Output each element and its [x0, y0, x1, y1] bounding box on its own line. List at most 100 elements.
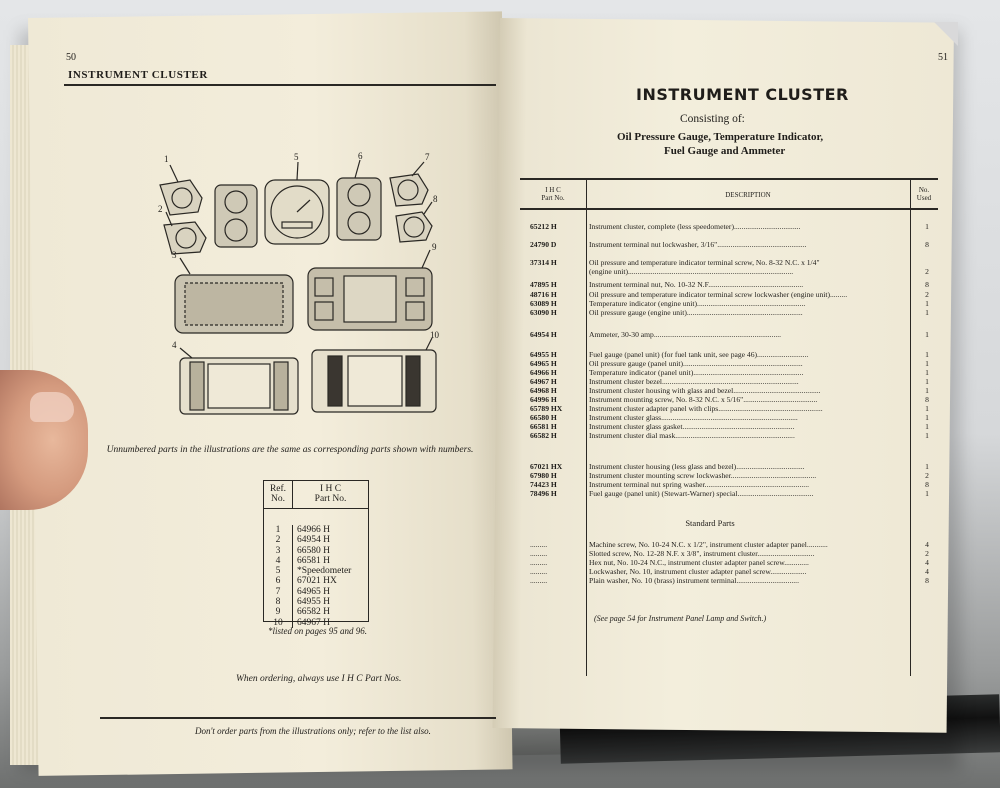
table-header-rule [520, 208, 938, 210]
part-number: 78496 H [530, 489, 557, 498]
ref-number: 2 [264, 535, 293, 546]
ref-number: 7 [264, 586, 293, 598]
ref-number: 3 [264, 545, 293, 556]
consisting-of-label: Consisting of: [680, 113, 745, 125]
quantity-used: 4 [925, 540, 929, 549]
callout-10: 10 [430, 330, 440, 340]
part-number: 64965 H [530, 359, 557, 368]
callout-3: 3 [172, 250, 177, 260]
standard-parts-row: .........Slotted screw, No. 12-28 N.F. x… [520, 549, 938, 558]
part-number: 47895 H [530, 280, 557, 289]
ref-part-number: 64955 H [297, 597, 330, 608]
quantity-used: 1 [925, 368, 929, 377]
illustration-caption: Unnumbered parts in the illustrations ar… [106, 445, 474, 455]
ref-col-header-1b: No. [271, 494, 285, 504]
part-number: 66581 H [530, 422, 557, 431]
ref-table-row: 8 64955 H [264, 597, 368, 608]
instrument-cluster-illustration: 1 2 3 4 5 6 7 8 9 10 [158, 151, 440, 415]
ref-number: 6 [264, 576, 293, 587]
ref-table-row: 6 67021 HX [264, 576, 368, 587]
part-number: 64968 H [530, 386, 557, 395]
parts-row: 63089 H Temperature indicator (engine uni… [520, 299, 938, 308]
bottom-note: Don't order parts from the illustrations… [195, 726, 431, 736]
subtitle-line-2: Fuel Gauge and Ammeter [664, 145, 786, 157]
quantity-used: 8 [925, 576, 929, 585]
part-description: Instrument cluster housing with glass an… [589, 386, 821, 395]
quantity-used: 2 [925, 549, 929, 558]
callout-5: 5 [294, 152, 299, 162]
part-description: Temperature indicator (engine unit).....… [589, 299, 806, 308]
quantity-used: 1 [925, 299, 929, 308]
part-number: 63089 H [530, 299, 557, 308]
part-description: Instrument cluster housing (less glass a… [589, 462, 805, 471]
part-number: 66582 H [530, 431, 557, 440]
callout-2: 2 [158, 204, 163, 214]
left-page-number: 50 [66, 52, 76, 63]
quantity-used: 4 [925, 558, 929, 567]
quantity-used: 1 [925, 222, 929, 231]
part-description: Instrument cluster glass gasket.........… [589, 422, 795, 431]
part-description: Instrument terminal nut lockwasher, 3/16… [589, 240, 807, 249]
qty-header: No.Used [916, 186, 932, 202]
part-description: (engine unit)...........................… [589, 267, 794, 276]
quantity-used: 2 [925, 290, 929, 299]
quantity-used: 1 [925, 359, 929, 368]
right-page-title: INSTRUMENT CLUSTER [636, 85, 849, 104]
ref-number: 9 [264, 607, 293, 618]
standard-parts-row: ......... Lockwasher, No. 10, instrument … [520, 567, 938, 576]
header-rule [64, 84, 496, 86]
part-number: ......... [530, 567, 548, 576]
quantity-used: 1 [925, 462, 929, 471]
part-number: 74423 H [530, 480, 557, 489]
part-number: 67980 H [530, 471, 557, 480]
standard-parts-row: .........Plain washer, No. 10 (brass) in… [520, 576, 938, 585]
parts-row: 67980 H Instrument cluster mounting screw… [520, 471, 938, 480]
description-header: DESCRIPTION [725, 191, 771, 199]
standard-parts-heading: Standard Parts [685, 518, 735, 528]
part-number: 64966 H [530, 368, 557, 377]
callout-6: 6 [358, 151, 363, 161]
part-description: Instrument cluster, complete (less speed… [589, 222, 801, 231]
part-description: Instrument cluster bezel................… [589, 377, 799, 386]
ref-table-row: 9 66582 H [264, 607, 368, 618]
quantity-used: 1 [925, 413, 929, 422]
part-description: Machine screw, No. 10-24 N.C. x 1/2", in… [589, 540, 828, 549]
ref-number: 8 [264, 597, 293, 608]
part-number: 64954 H [530, 330, 557, 339]
ref-part-number: 64965 H [297, 586, 330, 597]
quantity-used: 1 [925, 489, 929, 498]
part-description: Temperature indicator (panel unit)......… [589, 368, 804, 377]
ref-part-number: 64954 H [297, 535, 330, 546]
ref-table-row: 2 64954 H [264, 535, 368, 546]
ref-part-number: 66582 H [297, 607, 330, 618]
part-number: 64996 H [530, 395, 557, 404]
parts-row: 66581 H Instrument cluster glass gasket..… [520, 422, 938, 431]
quantity-used: 2 [925, 471, 929, 480]
parts-row: (engine unit)...........................… [520, 267, 938, 276]
quantity-used: 1 [925, 422, 929, 431]
left-page-header: INSTRUMENT CLUSTER [68, 69, 208, 81]
ref-table-row: 7 64965 H [264, 586, 368, 598]
part-description: Instrument cluster mounting screw lockwa… [589, 471, 817, 480]
part-description: Instrument mounting screw, No. 8-32 N.C.… [589, 395, 818, 404]
ref-part-number: 67021 HX [297, 576, 337, 587]
col-divider-2 [910, 178, 911, 676]
part-number: ......... [530, 558, 548, 567]
part-description: Lockwasher, No. 10, instrument cluster a… [589, 567, 807, 576]
